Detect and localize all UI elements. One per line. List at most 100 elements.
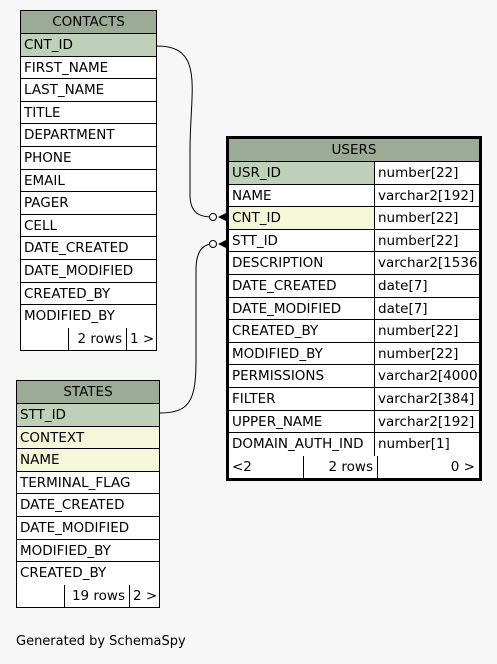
users-column-type: number[22]	[374, 207, 479, 229]
contacts-column-name: PHONE	[24, 149, 72, 166]
contacts-table-title[interactable]: CONTACTS	[21, 11, 156, 34]
users-column-row[interactable]: UPPER_NAME varchar2[192]	[229, 410, 479, 434]
contacts-column-row[interactable]: DEPARTMENT	[21, 124, 156, 147]
contacts-table[interactable]: CONTACTS CNT_ID FIRST_NAME LAST_NAME TITLE D…	[20, 10, 157, 352]
contacts-column-name: FIRST_NAME	[24, 59, 109, 76]
states-column-row[interactable]: TERMINAL_FLAG	[17, 472, 159, 495]
users-column-type: number[22]	[374, 342, 479, 365]
users-column-name: CREATED_BY	[232, 323, 319, 340]
users-column-name: DESCRIPTION	[232, 255, 324, 272]
states-rows-count: 19 rows	[64, 584, 129, 608]
users-column-type: number[22]	[374, 229, 479, 252]
users-column-row[interactable]: DOMAIN_AUTH_IND number[1]	[229, 433, 479, 456]
states-column-name: CREATED_BY	[20, 565, 107, 582]
contacts-column-row[interactable]: FIRST_NAME	[21, 57, 156, 80]
contacts-rows-count: 2 rows	[68, 327, 126, 351]
users-column-type: varchar2[192]	[374, 410, 479, 433]
users-column-type: varchar2[1536]	[374, 252, 479, 274]
users-children-link[interactable]: 0 >	[377, 455, 479, 479]
users-column-name: NAME	[232, 187, 272, 204]
users-column-row[interactable]: FILTER varchar2[384]	[229, 387, 479, 411]
states-column-row[interactable]: DATE_CREATED	[17, 494, 159, 517]
contacts-column-name: LAST_NAME	[24, 82, 105, 99]
states-column-row[interactable]: NAME	[17, 449, 159, 472]
users-column-row[interactable]: STT_ID number[22]	[229, 229, 479, 253]
states-column-name: TERMINAL_FLAG	[20, 474, 131, 491]
states-table-title[interactable]: STATES	[17, 381, 159, 404]
states-children-link[interactable]: 2 >	[129, 584, 159, 608]
contacts-column-row[interactable]: LAST_NAME	[21, 79, 156, 102]
contacts-column-row[interactable]: DATE_MODIFIED	[21, 260, 156, 283]
users-column-name: USR_ID	[229, 162, 374, 184]
states-column-row[interactable]: CONTEXT	[17, 426, 159, 450]
users-column-name: DATE_CREATED	[232, 277, 337, 294]
states-column-row[interactable]: DATE_MODIFIED	[17, 517, 159, 540]
users-column-row[interactable]: CREATED_BY number[22]	[229, 320, 479, 343]
states-column-row[interactable]: MODIFIED_BY	[17, 540, 159, 563]
users-column-name: UPPER_NAME	[232, 413, 323, 430]
users-column-row[interactable]: DATE_MODIFIED date[7]	[229, 297, 479, 321]
users-column-row[interactable]: DESCRIPTION varchar2[1536]	[229, 252, 479, 275]
users-column-type: varchar2[4000]	[374, 365, 479, 387]
contacts-column-row[interactable]: CNT_ID	[21, 34, 156, 57]
users-column-name: DATE_MODIFIED	[232, 300, 342, 317]
contacts-column-row[interactable]: PAGER	[21, 192, 156, 215]
generated-by-footer: Generated by SchemaSpy	[16, 634, 186, 649]
contacts-column-row[interactable]: CREATED_BY	[21, 283, 156, 306]
users-column-row[interactable]: NAME varchar2[192]	[229, 184, 479, 208]
contacts-column-name: DEPARTMENT	[24, 127, 115, 144]
contacts-users-link-optional-marker	[209, 213, 217, 221]
states-column-name: NAME	[20, 452, 60, 469]
users-column-row[interactable]: DATE_CREATED date[7]	[229, 274, 479, 298]
contacts-parents-count	[21, 328, 68, 351]
users-parents-link[interactable]: <2	[232, 458, 252, 475]
contacts-users-link	[156, 45, 214, 218]
users-rows-count: 2 rows	[303, 455, 377, 479]
states-table-footer: 19 rows 2 >	[17, 584, 159, 608]
users-column-name: STT_ID	[232, 232, 278, 249]
contacts-column-name: PAGER	[24, 195, 69, 212]
users-column-row[interactable]: MODIFIED_BY number[22]	[229, 342, 479, 366]
contacts-column-row[interactable]: MODIFIED_BY	[21, 305, 156, 328]
contacts-column-name: MODIFIED_BY	[24, 308, 115, 325]
users-column-name: FILTER	[232, 390, 276, 407]
users-column-name: DOMAIN_AUTH_IND	[232, 436, 364, 453]
contacts-column-name: CELL	[24, 217, 57, 234]
users-column-type: date[7]	[374, 274, 479, 297]
users-column-type: number[1]	[374, 433, 479, 456]
contacts-users-link-many-marker	[218, 213, 226, 221]
users-column-type: varchar2[384]	[374, 387, 479, 410]
states-column-name: DATE_MODIFIED	[20, 519, 130, 536]
users-column-name: MODIFIED_BY	[232, 345, 323, 362]
users-column-name: CNT_ID	[229, 207, 374, 229]
users-column-type: number[22]	[374, 320, 479, 342]
users-column-type: date[7]	[374, 297, 479, 320]
states-users-link-many-marker	[218, 240, 226, 248]
contacts-column-row[interactable]: DATE_CREATED	[21, 237, 156, 260]
contacts-table-footer: 2 rows 1 >	[21, 327, 156, 351]
states-users-link	[159, 243, 214, 414]
contacts-column-name: EMAIL	[24, 172, 65, 189]
states-column-name: STT_ID	[20, 407, 66, 423]
users-column-name: PERMISSIONS	[232, 368, 325, 385]
users-column-type: varchar2[192]	[374, 184, 479, 207]
users-column-type: number[22]	[374, 162, 479, 184]
states-column-name: DATE_CREATED	[20, 497, 125, 514]
states-table[interactable]: STATES STT_ID CONTEXT NAME TERMINAL_FLAG DAT…	[16, 380, 160, 609]
states-column-row[interactable]: STT_ID	[17, 404, 159, 427]
contacts-column-row[interactable]: PHONE	[21, 147, 156, 170]
contacts-column-row[interactable]: EMAIL	[21, 170, 156, 193]
contacts-column-name: DATE_CREATED	[24, 240, 129, 257]
users-column-row[interactable]: PERMISSIONS varchar2[4000]	[229, 365, 479, 388]
contacts-children-link[interactable]: 1 >	[126, 327, 156, 351]
states-column-row[interactable]: CREATED_BY	[17, 562, 159, 585]
contacts-column-row[interactable]: CELL	[21, 215, 156, 238]
contacts-column-name: DATE_MODIFIED	[24, 262, 134, 279]
contacts-column-name: CNT_ID	[24, 37, 73, 53]
users-table-title[interactable]: USERS	[229, 139, 479, 162]
contacts-column-row[interactable]: TITLE	[21, 102, 156, 125]
users-table-footer: <2 2 rows 0 >	[229, 455, 479, 479]
